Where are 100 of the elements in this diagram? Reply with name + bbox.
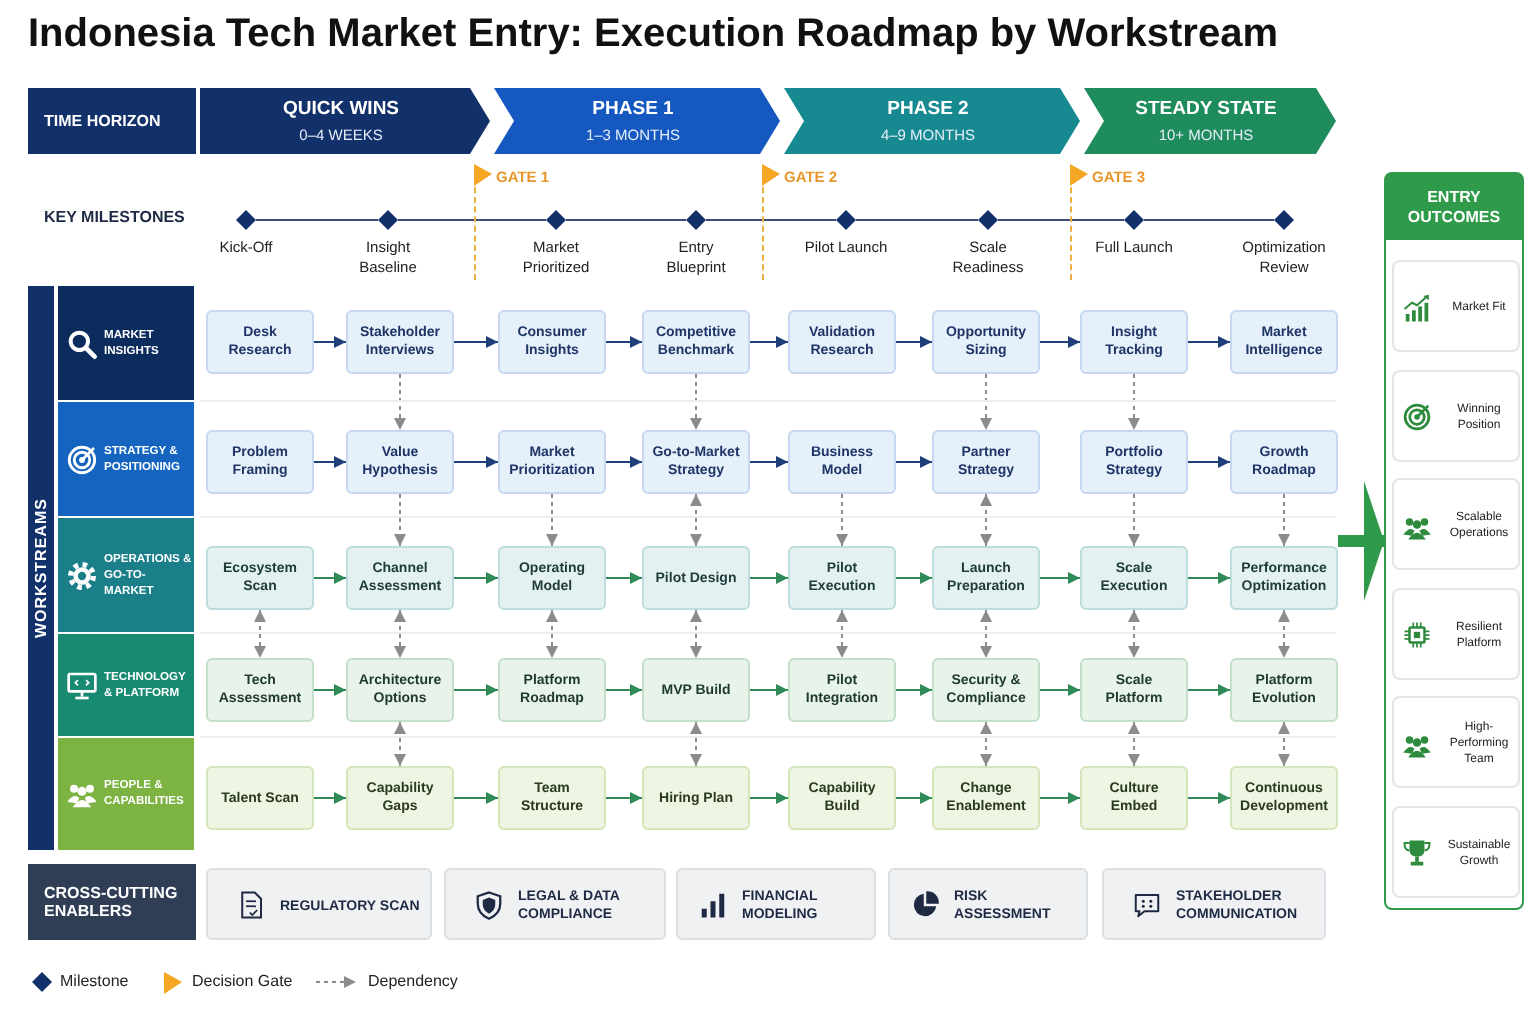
dependency-arrow xyxy=(690,493,702,547)
dependency-arrow xyxy=(254,609,266,659)
arrow xyxy=(313,336,347,348)
arrow xyxy=(453,684,499,696)
arrow xyxy=(605,792,643,804)
outcome-card xyxy=(1392,369,1520,461)
outcome-card xyxy=(1392,587,1520,679)
phase-band xyxy=(1084,88,1336,154)
arrow xyxy=(453,572,499,584)
enabler-card xyxy=(206,868,432,940)
outcomes-panel xyxy=(1384,172,1524,910)
outcome-card xyxy=(1392,805,1520,897)
header-cell: CROSS-CUTTING ENABLERS xyxy=(28,864,196,940)
dependency-arrow xyxy=(394,609,406,659)
workstream-header xyxy=(58,634,194,736)
arrow xyxy=(749,456,789,468)
phase-band xyxy=(200,88,490,154)
milestone-diamond xyxy=(546,210,566,230)
outcome-card xyxy=(1392,478,1520,570)
dependency-arrow xyxy=(836,609,848,659)
vertical-band: WORKSTREAMS xyxy=(28,286,54,850)
header-cell: TIME HORIZON xyxy=(28,88,196,154)
dependency-arrow xyxy=(1128,373,1140,431)
milestone-diamond xyxy=(978,210,998,230)
arrow xyxy=(605,684,643,696)
arrow xyxy=(895,572,933,584)
timeline-line xyxy=(705,219,837,221)
timeline-line xyxy=(565,219,687,221)
dependency-arrow xyxy=(1128,493,1140,547)
arrow xyxy=(1187,572,1231,584)
dependency-arrow xyxy=(1278,721,1290,767)
panel-header: ENTRY OUTCOMES xyxy=(1386,174,1522,240)
arrow xyxy=(313,684,347,696)
arrow xyxy=(1039,792,1081,804)
phase-title: QUICK WINS xyxy=(280,98,402,120)
legend-text: Dependency xyxy=(368,972,458,990)
outcome-card xyxy=(1392,260,1520,352)
dependency-arrow xyxy=(394,493,406,547)
dependency-arrow xyxy=(980,721,992,767)
large-arrow xyxy=(1338,481,1384,601)
row-label: KEY MILESTONES xyxy=(44,208,185,226)
dependency-arrow xyxy=(980,609,992,659)
arrow xyxy=(895,792,933,804)
arrow xyxy=(1039,684,1081,696)
dependency-arrow xyxy=(836,493,848,547)
arrow xyxy=(895,336,933,348)
timeline-line xyxy=(255,219,379,221)
timeline-line xyxy=(397,219,547,221)
workstream-header xyxy=(58,286,194,400)
dependency-arrow xyxy=(546,609,558,659)
arrow xyxy=(313,456,347,468)
enabler-card xyxy=(888,868,1088,940)
outcome-card xyxy=(1392,696,1520,788)
milestone-diamond xyxy=(236,210,256,230)
dependency-arrow xyxy=(1128,721,1140,767)
dependency-arrow xyxy=(980,493,992,547)
arrow xyxy=(313,572,347,584)
dependency-arrow xyxy=(1128,609,1140,659)
dependency-arrow xyxy=(1278,609,1290,659)
timeline-line xyxy=(1143,219,1275,221)
timeline-line xyxy=(855,219,979,221)
dependency-arrow xyxy=(690,373,702,431)
title: Indonesia Tech Market Entry: Execution Roadmap by Workstream xyxy=(28,12,1278,58)
phase-title: PHASE 2 xyxy=(885,98,971,120)
milestone-diamond xyxy=(1274,210,1294,230)
dependency-arrow xyxy=(1278,493,1290,547)
arrow xyxy=(895,456,933,468)
dependency-arrow xyxy=(690,721,702,767)
milestone-diamond xyxy=(1124,210,1144,230)
dependency-arrow xyxy=(394,721,406,767)
arrow xyxy=(895,684,933,696)
arrow xyxy=(1187,336,1231,348)
arrow xyxy=(605,572,643,584)
arrow xyxy=(453,792,499,804)
milestone-diamond xyxy=(836,210,856,230)
legend-text: Decision Gate xyxy=(192,972,293,990)
dependency-arrow xyxy=(980,373,992,431)
enabler-card xyxy=(1102,868,1326,940)
milestone-diamond xyxy=(686,210,706,230)
enabler-card xyxy=(676,868,876,940)
workstream-header xyxy=(58,738,194,850)
legend-text: Milestone xyxy=(60,972,129,990)
enabler-card xyxy=(444,868,666,940)
dependency-arrow xyxy=(690,609,702,659)
arrow xyxy=(749,336,789,348)
phase-title: PHASE 1 xyxy=(590,98,676,120)
arrow xyxy=(605,456,643,468)
arrow xyxy=(1039,336,1081,348)
arrow xyxy=(1187,456,1231,468)
arrow xyxy=(313,792,347,804)
phase-title: STEADY STATE xyxy=(1133,98,1279,120)
arrow xyxy=(605,336,643,348)
timeline-line xyxy=(997,219,1125,221)
arrow xyxy=(1187,684,1231,696)
arrow xyxy=(1039,572,1081,584)
arrow xyxy=(453,336,499,348)
phase-band xyxy=(494,88,780,154)
arrow xyxy=(749,572,789,584)
phase-band xyxy=(784,88,1080,154)
arrow xyxy=(749,792,789,804)
